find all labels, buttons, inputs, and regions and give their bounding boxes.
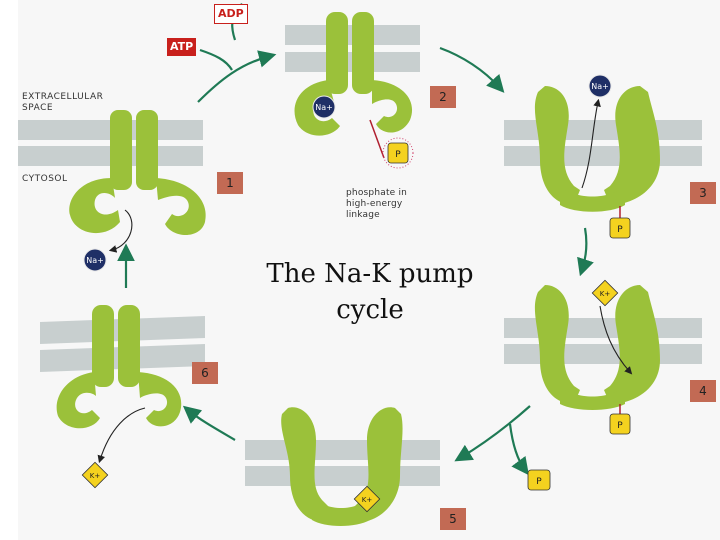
cycle-arrows — [117, 2, 594, 476]
arrow-3-to-4 — [577, 227, 594, 277]
membrane-stage5-outer — [245, 440, 440, 460]
arrow-1-to-2 — [197, 50, 277, 103]
svg-text:K+: K+ — [600, 290, 611, 298]
phosphate-stage3: P — [609, 217, 631, 239]
step-3-badge: 3 — [690, 182, 716, 204]
atp-label: ATP — [167, 38, 197, 56]
na-release-arrow — [581, 98, 601, 189]
pump-proteins — [56, 12, 660, 526]
step-4-badge: 4 — [690, 380, 716, 402]
atp-hydrolysis-line — [199, 48, 233, 71]
membrane-stage3-inner — [504, 146, 702, 166]
svg-text:K+: K+ — [362, 496, 373, 504]
cytosol-label: CYTOSOL — [22, 174, 68, 184]
svg-text:Na+: Na+ — [315, 103, 333, 112]
k-binding-arrow — [599, 305, 633, 375]
step-2-badge: 2 — [430, 86, 456, 108]
arrow-2-to-3 — [439, 46, 505, 93]
adp-label: ADP — [214, 4, 248, 24]
na-ion-stage3: Na+ — [588, 74, 612, 98]
phosphate-released: P — [527, 469, 551, 491]
step-1-badge: 1 — [217, 172, 243, 194]
svg-text:P: P — [617, 225, 623, 235]
phosphate-note: phosphate in high-energy linkage — [346, 188, 408, 220]
pump-stage4 — [534, 285, 660, 410]
step-6-badge: 6 — [192, 362, 218, 384]
k-ion-stage5: K+ — [353, 485, 381, 513]
membrane-stage5-inner — [245, 466, 440, 486]
svg-text:K+: K+ — [90, 472, 101, 480]
na-ion-stage1: Na+ — [83, 248, 107, 272]
extracellular-label: EXTRACELLULAR SPACE — [22, 92, 104, 113]
na-ion-stage2: Na+ — [312, 95, 336, 119]
membrane-stage4-inner — [504, 344, 702, 364]
k-ion-stage6: K+ — [81, 461, 109, 489]
pump-stage3 — [534, 86, 660, 212]
svg-text:P: P — [395, 150, 401, 160]
svg-text:Na+: Na+ — [591, 82, 609, 91]
step-5-badge: 5 — [440, 508, 466, 530]
high-energy-phosphate: P — [382, 137, 414, 169]
arrow-4-to-5 — [454, 405, 531, 462]
svg-text:P: P — [536, 477, 542, 487]
arrow-phosphate-release — [508, 423, 529, 476]
membrane-stage3-outer — [504, 120, 702, 140]
svg-text:Na+: Na+ — [86, 256, 104, 265]
k-release-arrow — [97, 407, 146, 464]
pump-stage1 — [69, 110, 206, 235]
phosphate-stage4: P — [609, 413, 631, 435]
ion-movement-arrows — [97, 98, 633, 464]
pump-stage6 — [56, 305, 182, 429]
na-binding-arrow — [108, 209, 133, 253]
pump-stage2 — [294, 12, 413, 136]
diagram-title: The Na-K pump cycle — [266, 259, 474, 325]
arrow-5-to-6 — [182, 405, 236, 441]
k-ion-stage4: K+ — [591, 279, 619, 307]
svg-text:P: P — [617, 421, 623, 431]
